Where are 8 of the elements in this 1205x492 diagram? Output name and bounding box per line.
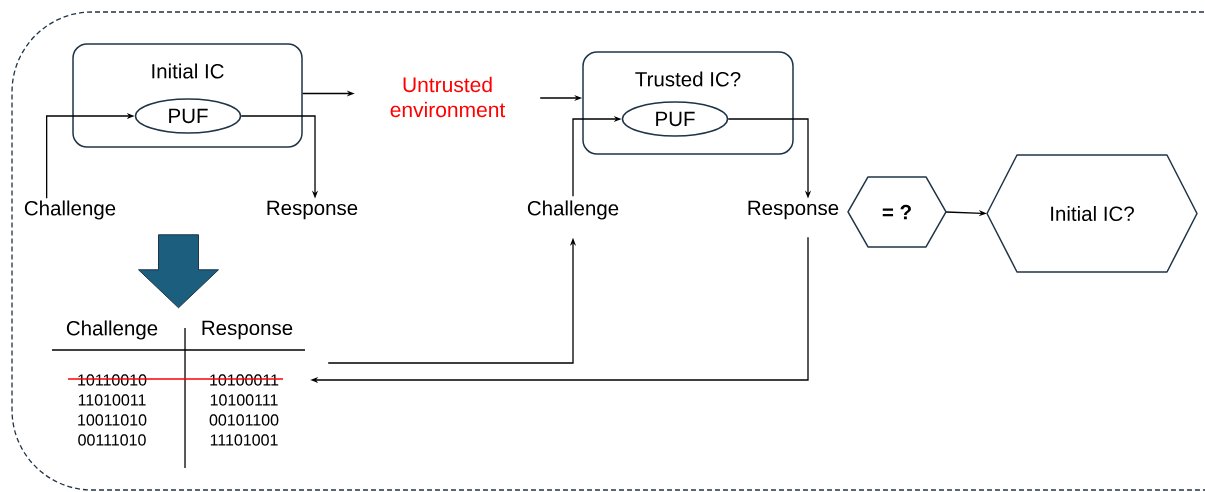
result-hexagon: Initial IC? [986,154,1198,273]
signal-label: Challenge [24,200,116,220]
signal-label: Response [267,200,358,220]
compare-hexagon: = ? [847,176,947,248]
signal-label: Challenge [527,200,619,220]
signal-label: Response [748,200,839,220]
environment-label: Untrusted environment [390,76,506,118]
block-arrow [138,234,219,309]
